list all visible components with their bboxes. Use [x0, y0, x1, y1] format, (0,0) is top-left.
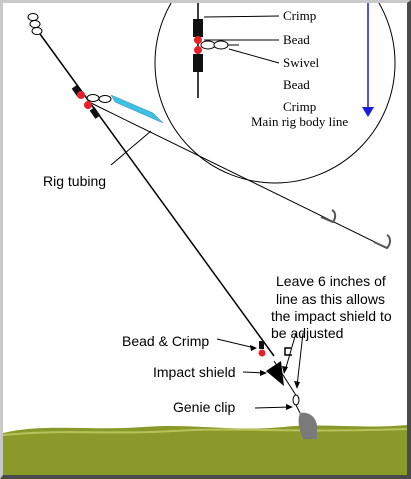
- inset-detail-circle: [154, 3, 396, 184]
- inset-swivel: [200, 40, 216, 50]
- rig-bead-top: [77, 91, 85, 99]
- lower-bead: [258, 349, 266, 357]
- top-swivel: [27, 13, 39, 21]
- genie-clip: [292, 394, 300, 406]
- inset-label-swivel: Swivel: [283, 55, 320, 70]
- rig-bead-bottom: [84, 101, 92, 109]
- label-leave-line-1: Leave 6 inches of: [276, 273, 386, 289]
- label-leave-line-3: the impact shield to: [271, 308, 392, 324]
- hook-upper: [320, 209, 337, 224]
- label-leave-line-2: line as this allows: [276, 291, 385, 307]
- inset-crimp-bottom: [193, 54, 203, 72]
- rig-diagram: Crimp Bead Swivel Bead Crimp Main rig bo…: [3, 3, 407, 475]
- sinker: [298, 412, 317, 439]
- label-genie-clip: Genie clip: [173, 399, 235, 415]
- inset-label-crimp-top: Crimp: [283, 8, 316, 23]
- label-rig-tubing: Rig tubing: [43, 173, 106, 189]
- inset-label-main-line: Main rig body line: [251, 114, 348, 129]
- inset-label-bead-bottom: Bead: [283, 77, 310, 92]
- impact-shield: [266, 361, 284, 386]
- inset-bead-bottom: [194, 46, 202, 54]
- hook-lower: [373, 234, 391, 250]
- inset-label-crimp-bottom: Crimp: [283, 99, 316, 114]
- label-leave-line-4: be adjusted: [271, 325, 343, 341]
- label-impact-shield: Impact shield: [153, 364, 235, 380]
- inset-crimp-top: [193, 19, 203, 37]
- inset-label-bead-top: Bead: [283, 32, 310, 47]
- snood-line: [90, 102, 386, 248]
- inset-bead-top: [194, 36, 202, 44]
- rig-tubing: [110, 94, 164, 124]
- main-rig-line: [39, 33, 275, 357]
- label-bead-crimp: Bead & Crimp: [122, 333, 209, 349]
